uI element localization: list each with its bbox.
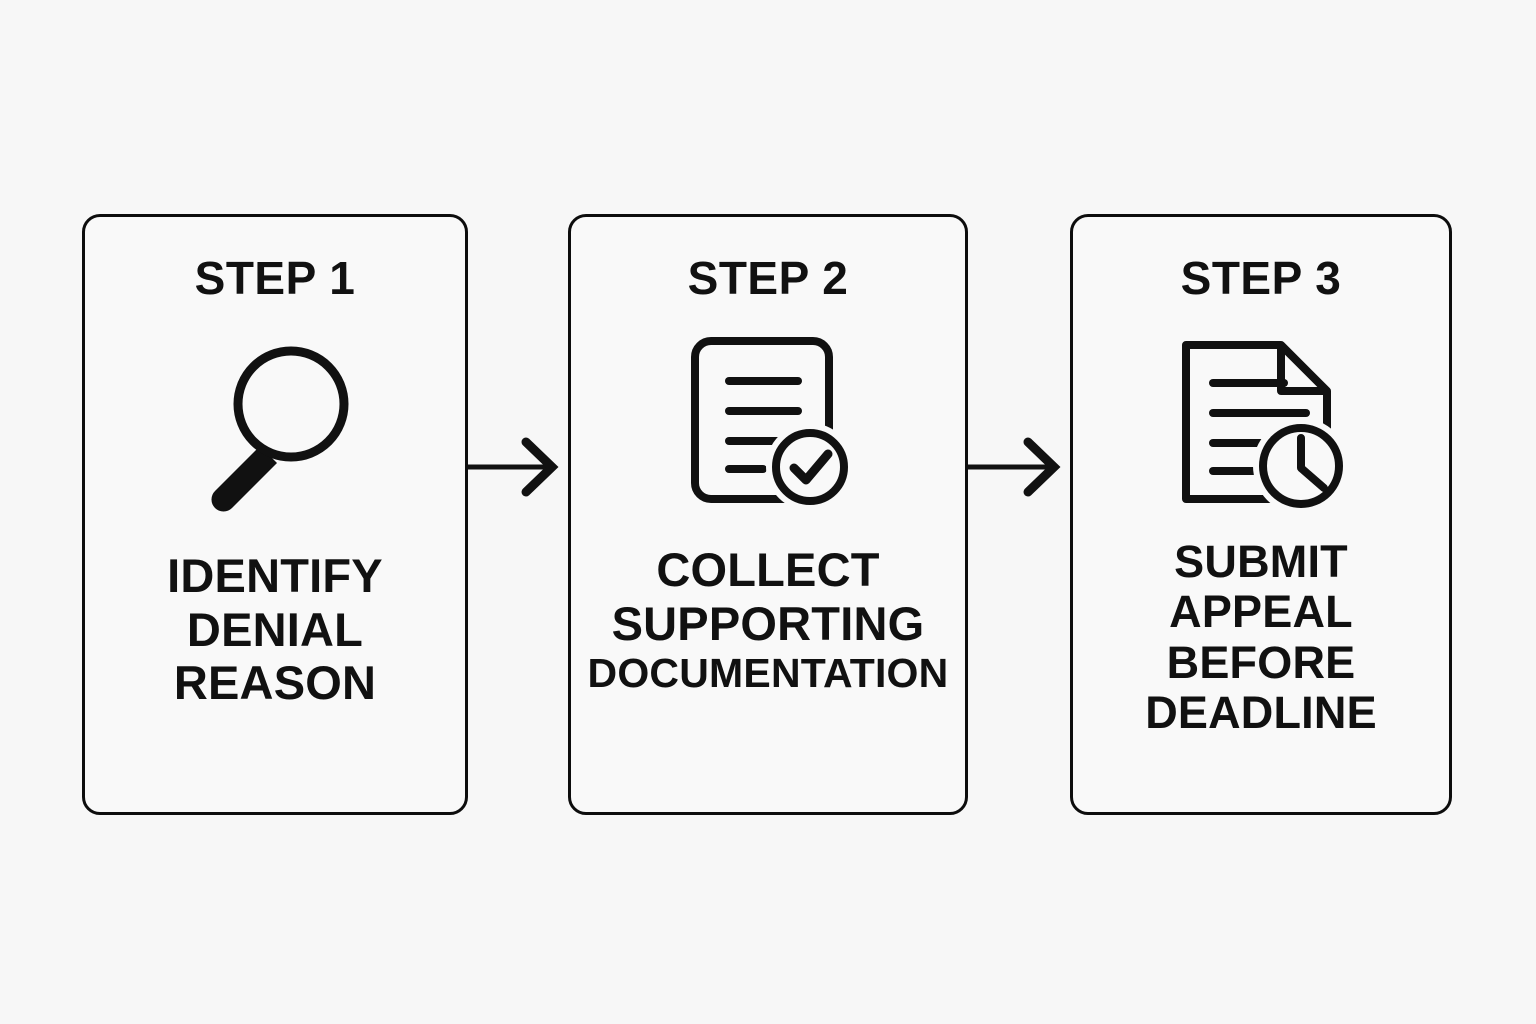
arrow-step2-to-step3 (968, 432, 1070, 502)
caption-line: SUBMIT (1174, 536, 1348, 587)
caption-line: BEFORE (1166, 636, 1356, 688)
arrow-step1-to-step2 (468, 432, 568, 502)
document-clock-icon (1169, 323, 1353, 523)
step-card-3[interactable]: STEP 3 SUBMIT APPEAL BEFORE DEADLINE (1070, 214, 1452, 815)
step-label-2: STEP 2 (687, 252, 849, 304)
step-caption-2: COLLECT SUPPORTING DOCUMENTATION (571, 543, 965, 697)
step-caption-3: SUBMIT APPEAL BEFORE DEADLINE (1073, 536, 1449, 739)
step-label-1: STEP 1 (194, 252, 356, 304)
caption-line: REASON (173, 656, 377, 710)
step-caption-1: IDENTIFY DENIAL REASON (85, 549, 465, 710)
caption-line: DOCUMENTATION (587, 650, 949, 697)
step-label-3: STEP 3 (1180, 252, 1342, 304)
caption-line: DEADLINE (1145, 687, 1377, 739)
caption-line: SUPPORTING (611, 596, 925, 650)
caption-line: COLLECT (656, 543, 880, 596)
caption-line: APPEAL (1169, 586, 1353, 638)
caption-line: DENIAL (186, 602, 364, 656)
magnifying-glass-icon (185, 323, 365, 523)
caption-line: IDENTIFY (167, 549, 383, 602)
document-check-icon (676, 323, 860, 523)
step-card-2[interactable]: STEP 2 COLLECT SUPPORTING DOCUMENTATION (568, 214, 968, 815)
step-card-1[interactable]: STEP 1 IDENTIFY DENIAL REASON (82, 214, 468, 815)
